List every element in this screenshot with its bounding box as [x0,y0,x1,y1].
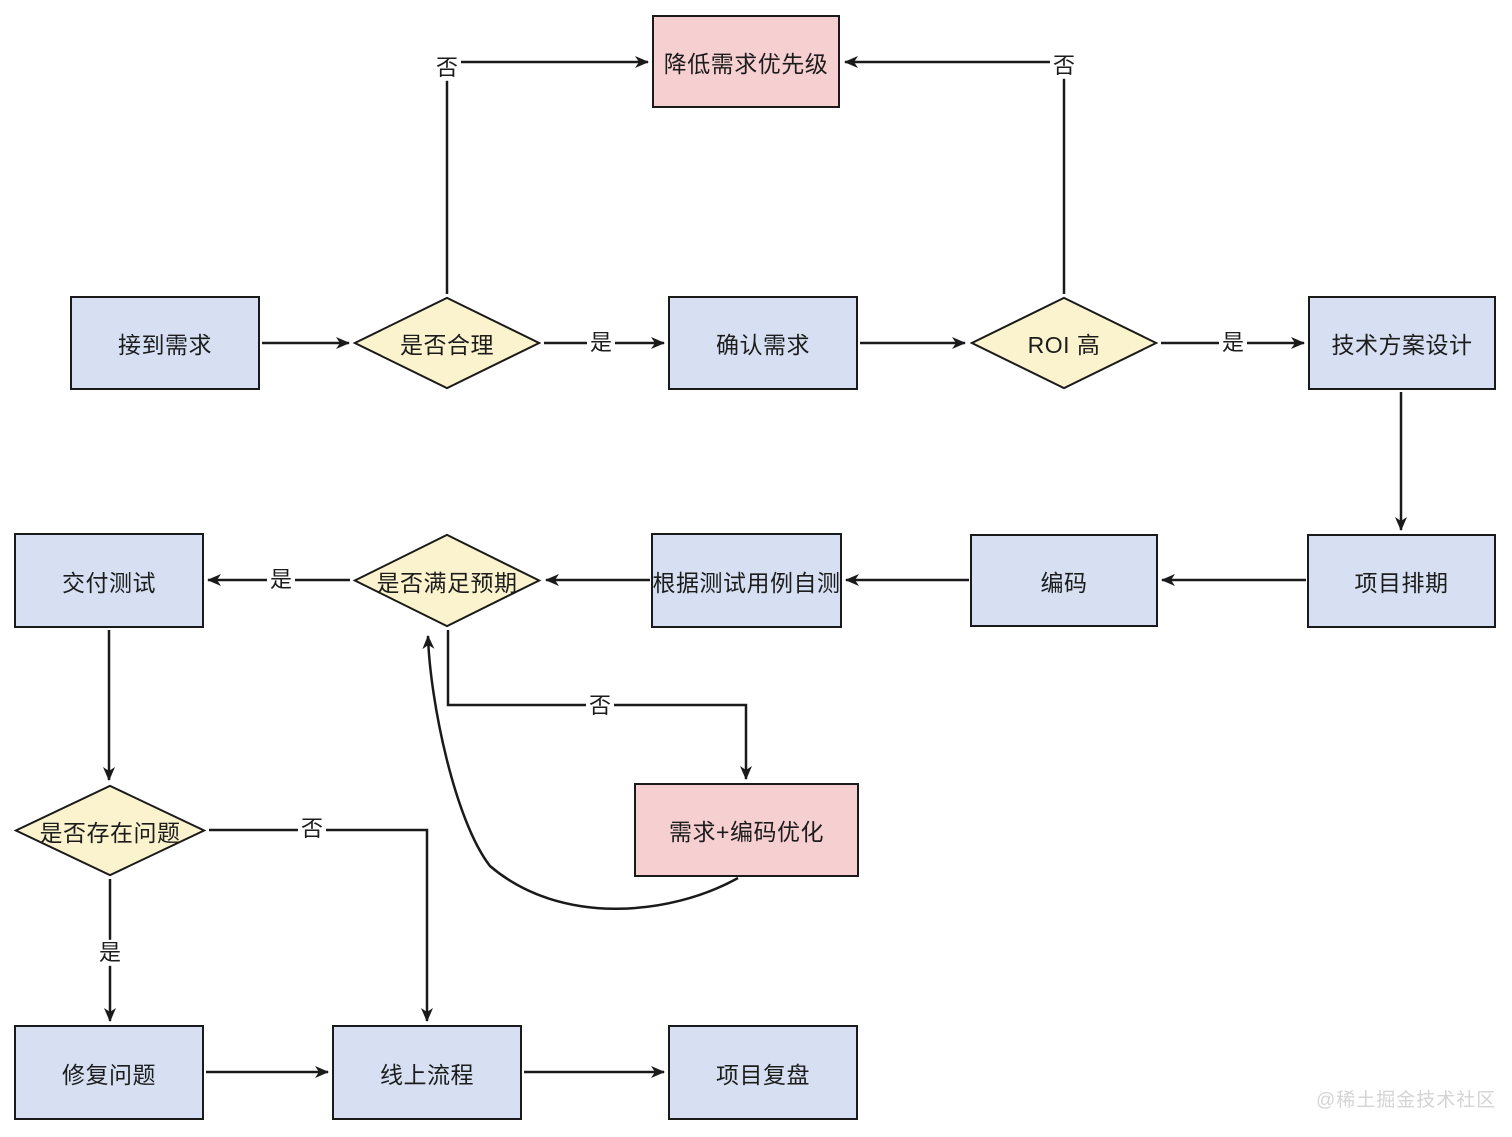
diamond-shape [13,784,207,877]
node-lower-priority: 降低需求优先级 [652,15,840,108]
edge-label-reasonable-no: 否 [432,54,462,82]
node-decision-has-issue: 是否存在问题 [13,784,207,877]
node-label: 确认需求 [716,332,810,358]
node-receive-requirement: 接到需求 [70,296,260,390]
node-decision-roi: ROI 高 [969,296,1159,390]
node-label: 接到需求 [118,332,212,358]
node-review: 项目复盘 [668,1025,858,1120]
watermark-text: @稀土掘金技术社区 [1316,1090,1497,1111]
edge-label-roi-no: 否 [1049,52,1079,80]
edge-label-roi-yes: 是 [1218,329,1248,357]
node-label: 项目复盘 [716,1061,810,1088]
diamond-shape [352,296,542,390]
node-coding: 编码 [970,534,1158,627]
node-decision-reasonable: 是否合理 [352,296,542,390]
node-tech-design: 技术方案设计 [1308,296,1496,390]
node-label: 修复问题 [62,1061,156,1088]
diamond-shape [352,533,542,628]
edge-reasonable-no-to-lower-priority [445,56,649,294]
edge-label-issue-no: 否 [297,815,327,843]
node-optimize: 需求+编码优化 [634,783,859,877]
node-label: 是否满足预期 [376,569,518,596]
node-online-process: 线上流程 [332,1025,522,1120]
node-label: 交付测试 [62,569,156,596]
edge-label-issue-yes: 是 [95,939,125,967]
node-self-test: 根据测试用例自测 [651,533,842,628]
node-label: 技术方案设计 [1331,332,1473,358]
node-label: ROI 高 [1027,332,1101,358]
node-label: 编码 [1040,569,1088,596]
node-confirm-requirement: 确认需求 [668,296,858,390]
node-decision-meet-expectation: 是否满足预期 [352,533,542,628]
node-fix-issue: 修复问题 [14,1025,204,1120]
edge-label-meet-no: 否 [585,692,615,720]
edge-label-meet-yes: 是 [266,566,296,594]
edge-roi-no-to-lower-priority [844,56,1066,294]
node-label: 根据测试用例自测 [652,569,841,596]
node-label: 项目排期 [1354,570,1449,596]
edge-label-reasonable-yes: 是 [586,329,616,357]
node-label: 需求+编码优化 [669,819,824,845]
node-label: 线上流程 [380,1061,474,1088]
node-label: 是否存在问题 [39,819,181,846]
edge-issue-no-to-online [209,828,433,1022]
edge-optimize-back-to-meet [422,635,739,910]
node-deliver-test: 交付测试 [14,533,204,628]
node-label: 降低需求优先级 [663,50,829,77]
diamond-shape [969,296,1159,390]
node-label: 是否合理 [400,332,494,358]
node-schedule: 项目排期 [1307,534,1496,628]
